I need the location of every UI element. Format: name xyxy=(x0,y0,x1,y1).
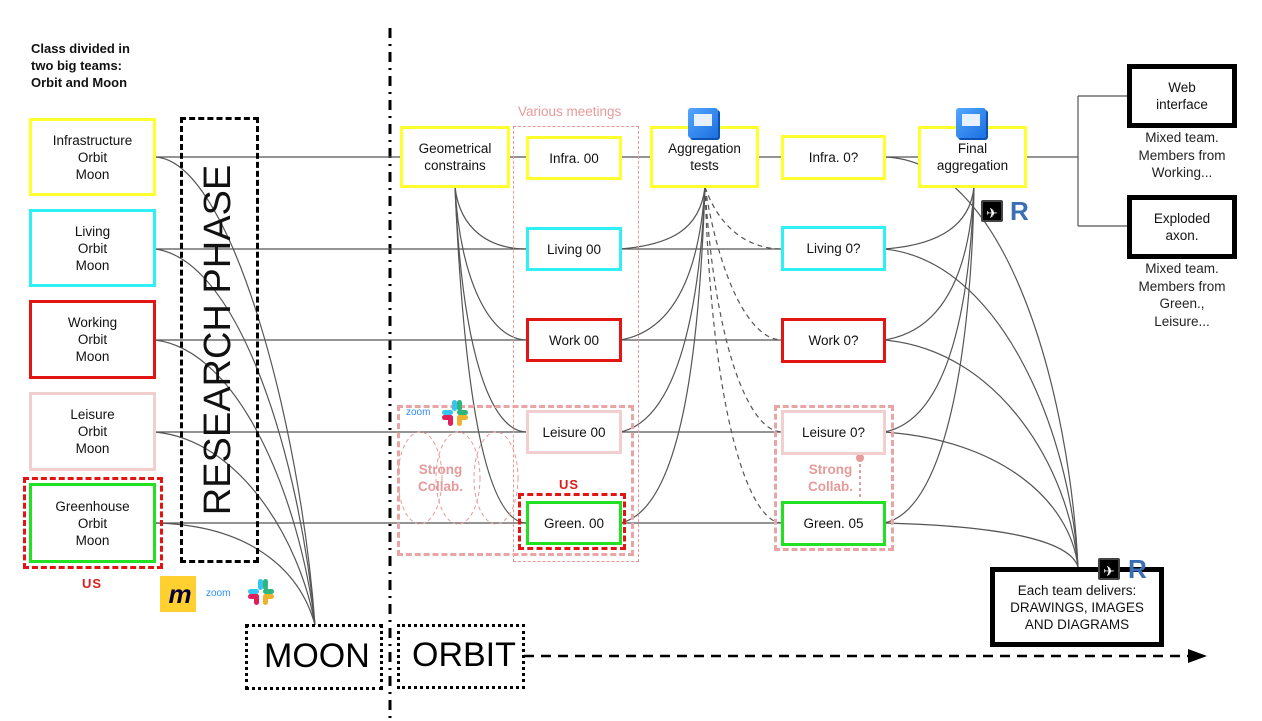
rhino-icon-2: ✈ xyxy=(1098,558,1120,580)
output-web-note: Mixed team. Members from Working... xyxy=(1138,130,1226,180)
dash-agg-living xyxy=(704,186,783,250)
curve-work-agg xyxy=(619,186,706,341)
curve-leisure-deliver xyxy=(883,431,1079,568)
stage1-green[interactable]: Green. 00 xyxy=(526,501,622,545)
intro-text: Class divided in two big teams: Orbit an… xyxy=(31,41,130,90)
curve-leisure-moon xyxy=(154,431,316,626)
team-infrastructure[interactable]: Infrastructure Orbit Moon xyxy=(29,118,156,196)
dash-agg-green xyxy=(704,186,783,524)
collab-link-dot xyxy=(856,454,864,462)
curve-living-deliver xyxy=(883,248,1079,568)
us-label-left: US xyxy=(82,576,103,591)
us-highlight-center xyxy=(518,493,626,550)
strong-collab-label-right: Strong Collab. xyxy=(808,462,854,494)
curve-green-final xyxy=(883,186,975,524)
curve-work-moon xyxy=(154,339,316,626)
row-lines xyxy=(154,95,1128,626)
various-meetings-box xyxy=(513,126,639,562)
curve-leisure-agg xyxy=(619,186,706,433)
research-phase-label: RESEARCH PHASE xyxy=(197,164,239,516)
stage1-living[interactable]: Living 00 xyxy=(526,227,622,271)
stage1-infra[interactable]: Infra. 00 xyxy=(526,136,622,180)
deliverables-box[interactable]: Each team delivers: DRAWINGS, IMAGES AND… xyxy=(990,567,1164,647)
zoom-logo-icon: zoom xyxy=(206,588,231,599)
curve-green-deliver xyxy=(883,522,1079,568)
arrow-head-icon xyxy=(1188,649,1207,663)
moon-phase-box xyxy=(245,624,383,690)
curve-geo-living xyxy=(454,186,528,250)
output-exploded-axon[interactable]: Exploded axon. xyxy=(1127,195,1237,259)
stage2-infra[interactable]: Infra. 0? xyxy=(781,135,886,180)
stage1-leisure[interactable]: Leisure 00 xyxy=(526,410,622,454)
orbit-phase-box xyxy=(397,624,525,689)
strong-collab-box-right xyxy=(774,405,894,551)
curve-green-moon xyxy=(154,522,316,626)
team-leisure[interactable]: Leisure Orbit Moon xyxy=(29,392,156,471)
stage2-work[interactable]: Work 0? xyxy=(781,318,886,363)
dash-agg-leisure xyxy=(704,186,783,433)
stage2-green[interactable]: Green. 05 xyxy=(781,501,886,546)
us-label-center: US xyxy=(559,477,580,492)
output-axon-note: Mixed team. Members from Green., Leisure… xyxy=(1138,261,1226,329)
stage2-leisure[interactable]: Leisure 0? xyxy=(781,410,886,455)
rhino-icon: ✈ xyxy=(981,200,1003,222)
curve-work-final xyxy=(883,186,975,341)
strong-collab-label-left: Strong Collab. xyxy=(418,462,464,494)
dashed-curves xyxy=(704,186,783,524)
miro-icon: m xyxy=(160,576,196,612)
us-highlight-left xyxy=(23,477,163,569)
stage1-work[interactable]: Work 00 xyxy=(526,318,622,362)
curve-living-agg xyxy=(619,186,706,250)
team-working[interactable]: Working Orbit Moon xyxy=(29,300,156,379)
team-greenhouse[interactable]: Greenhouse Orbit Moon xyxy=(29,483,156,563)
curve-work-deliver xyxy=(883,339,1079,568)
revit-icon-2: R xyxy=(1128,554,1147,584)
various-meetings-label: Various meetings xyxy=(518,104,622,119)
revit-icon: R xyxy=(1010,196,1029,226)
curve-geo-green xyxy=(454,186,528,524)
curve-living-final xyxy=(883,186,975,250)
zoom-logo-icon-2: zoom xyxy=(406,407,431,418)
moon-phase-label: MOON xyxy=(264,637,370,675)
stage2-living[interactable]: Living 0? xyxy=(781,226,886,271)
curve-living-moon xyxy=(154,248,316,626)
output-web-interface[interactable]: Web interface xyxy=(1127,64,1237,128)
team-living[interactable]: Living Orbit Moon xyxy=(29,209,156,287)
speckle-icon-2 xyxy=(956,108,986,138)
strong-collab-box-left xyxy=(397,405,634,556)
curve-leisure-final xyxy=(883,186,975,433)
speckle-icon xyxy=(688,108,718,138)
orbit-phase-label: ORBIT xyxy=(412,636,516,674)
curve-green-agg xyxy=(619,186,706,524)
slack-icon-2 xyxy=(442,400,468,426)
collab-ellipses xyxy=(397,431,519,525)
research-phase-box xyxy=(180,117,259,563)
dash-agg-work xyxy=(704,186,783,341)
geometrical-constrains-box[interactable]: Geometrical constrains xyxy=(400,126,510,188)
slack-icon xyxy=(248,579,274,605)
